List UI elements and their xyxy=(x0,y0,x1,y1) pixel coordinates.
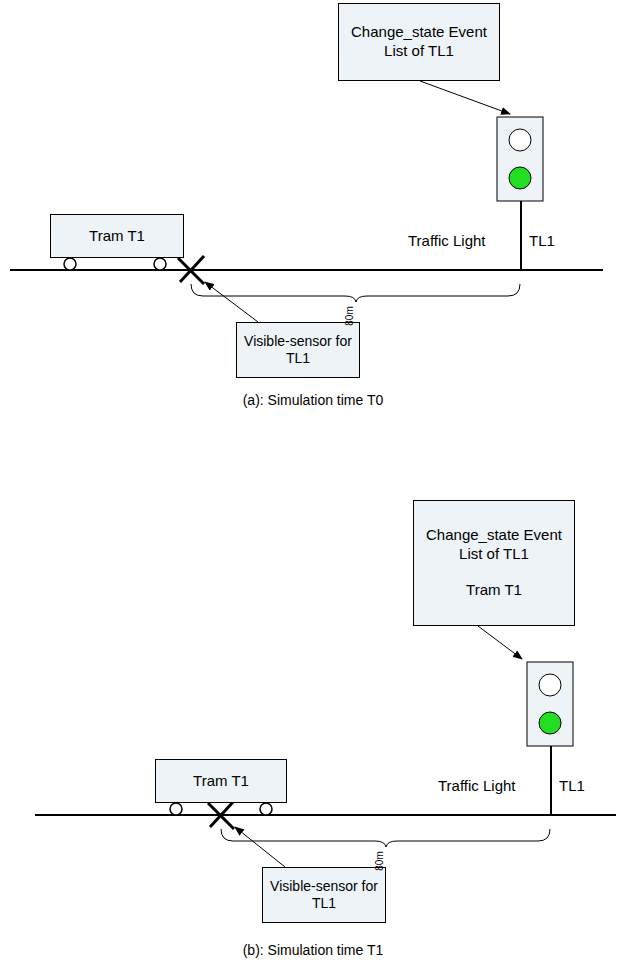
light-green xyxy=(539,712,561,734)
box-text: Change_state Event List of TL1 xyxy=(420,526,568,564)
text-box: Visible-sensor for TL1 xyxy=(236,322,360,378)
box-text: Visible-sensor for TL1 xyxy=(243,333,353,368)
box-text: Change_state Event List of TL1 xyxy=(345,23,493,61)
wheel xyxy=(154,258,166,270)
part-label: Traffic Light xyxy=(438,777,516,795)
text-box: Visible-sensor for TL1 xyxy=(262,867,386,923)
dimension-label: 80m xyxy=(374,851,386,870)
distance-brace xyxy=(221,829,550,847)
box-text: Tram T1 xyxy=(193,772,249,791)
sensor-symbol xyxy=(178,256,204,284)
part-label: Traffic Light xyxy=(408,232,486,250)
part-label: TL1 xyxy=(559,777,585,795)
light-green xyxy=(509,167,531,189)
text-box: Change_state Event List of TL1Tram T1 xyxy=(413,500,575,626)
box-text: Visible-sensor for TL1 xyxy=(269,878,379,913)
leader-arrow xyxy=(420,81,510,114)
box-entry: Tram T1 xyxy=(466,581,522,600)
track xyxy=(35,814,616,816)
text-box: Tram T1 xyxy=(155,759,287,803)
text-box: Tram T1 xyxy=(50,214,184,258)
leader-arrow xyxy=(205,282,258,322)
part-label: TL1 xyxy=(529,232,555,250)
light-off xyxy=(539,674,561,696)
pole xyxy=(550,746,552,815)
pole xyxy=(520,201,522,270)
caption-text: (a): Simulation time T0 xyxy=(243,392,384,409)
distance-brace xyxy=(191,284,520,302)
wheel xyxy=(64,258,76,270)
sensor-symbol xyxy=(208,801,234,829)
traffic-light-housing xyxy=(527,662,573,746)
leader-arrow xyxy=(235,827,285,867)
text-box: Change_state Event List of TL1 xyxy=(338,3,500,81)
leader-arrow xyxy=(478,626,522,659)
caption-text: (b): Simulation time T1 xyxy=(243,942,384,959)
box-text: Tram T1 xyxy=(89,227,145,246)
wheel xyxy=(260,803,272,815)
traffic-light-housing xyxy=(497,117,543,201)
wheel xyxy=(170,803,182,815)
light-off xyxy=(509,129,531,151)
dimension-label: 80m xyxy=(344,306,356,325)
track xyxy=(10,269,603,271)
